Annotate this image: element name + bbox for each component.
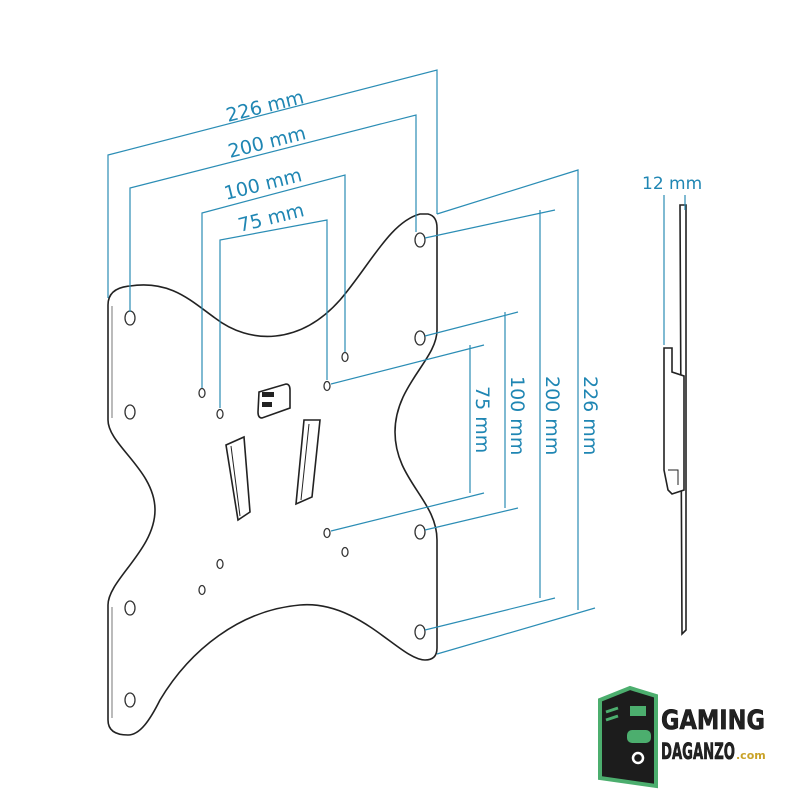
dim-height-75: 75 mm [471,386,493,453]
logo-suffix: .com [736,749,766,762]
dim-thickness: 12 mm [642,174,702,194]
dim-width-226: 226 mm [224,86,306,127]
vertical-dimensions: 226 mm 200 mm 100 mm 75 mm [330,169,601,655]
gamepad-icon [627,730,651,743]
logo-line1: GAMING [661,705,765,736]
mounting-plate [107,213,438,736]
dim-width-75: 75 mm [236,199,307,237]
side-view: 12 mm [642,174,702,636]
power-button-icon [631,751,645,765]
hook-slot-right [295,419,321,506]
locking-clip [257,383,291,419]
logo-line2: DAGANZO [661,740,735,765]
hook-slot-left [225,435,251,522]
dim-height-200: 200 mm [541,376,563,455]
dim-width-100: 100 mm [222,164,304,205]
dim-width-200: 200 mm [226,122,308,163]
pc-drive-icon [630,706,646,716]
dim-height-226: 226 mm [579,376,601,455]
vesa-holes [124,232,426,708]
plate-outline [107,213,438,736]
gaming-daganzo-logo: GAMING DAGANZO .com [598,685,766,789]
dim-height-100: 100 mm [506,376,528,455]
